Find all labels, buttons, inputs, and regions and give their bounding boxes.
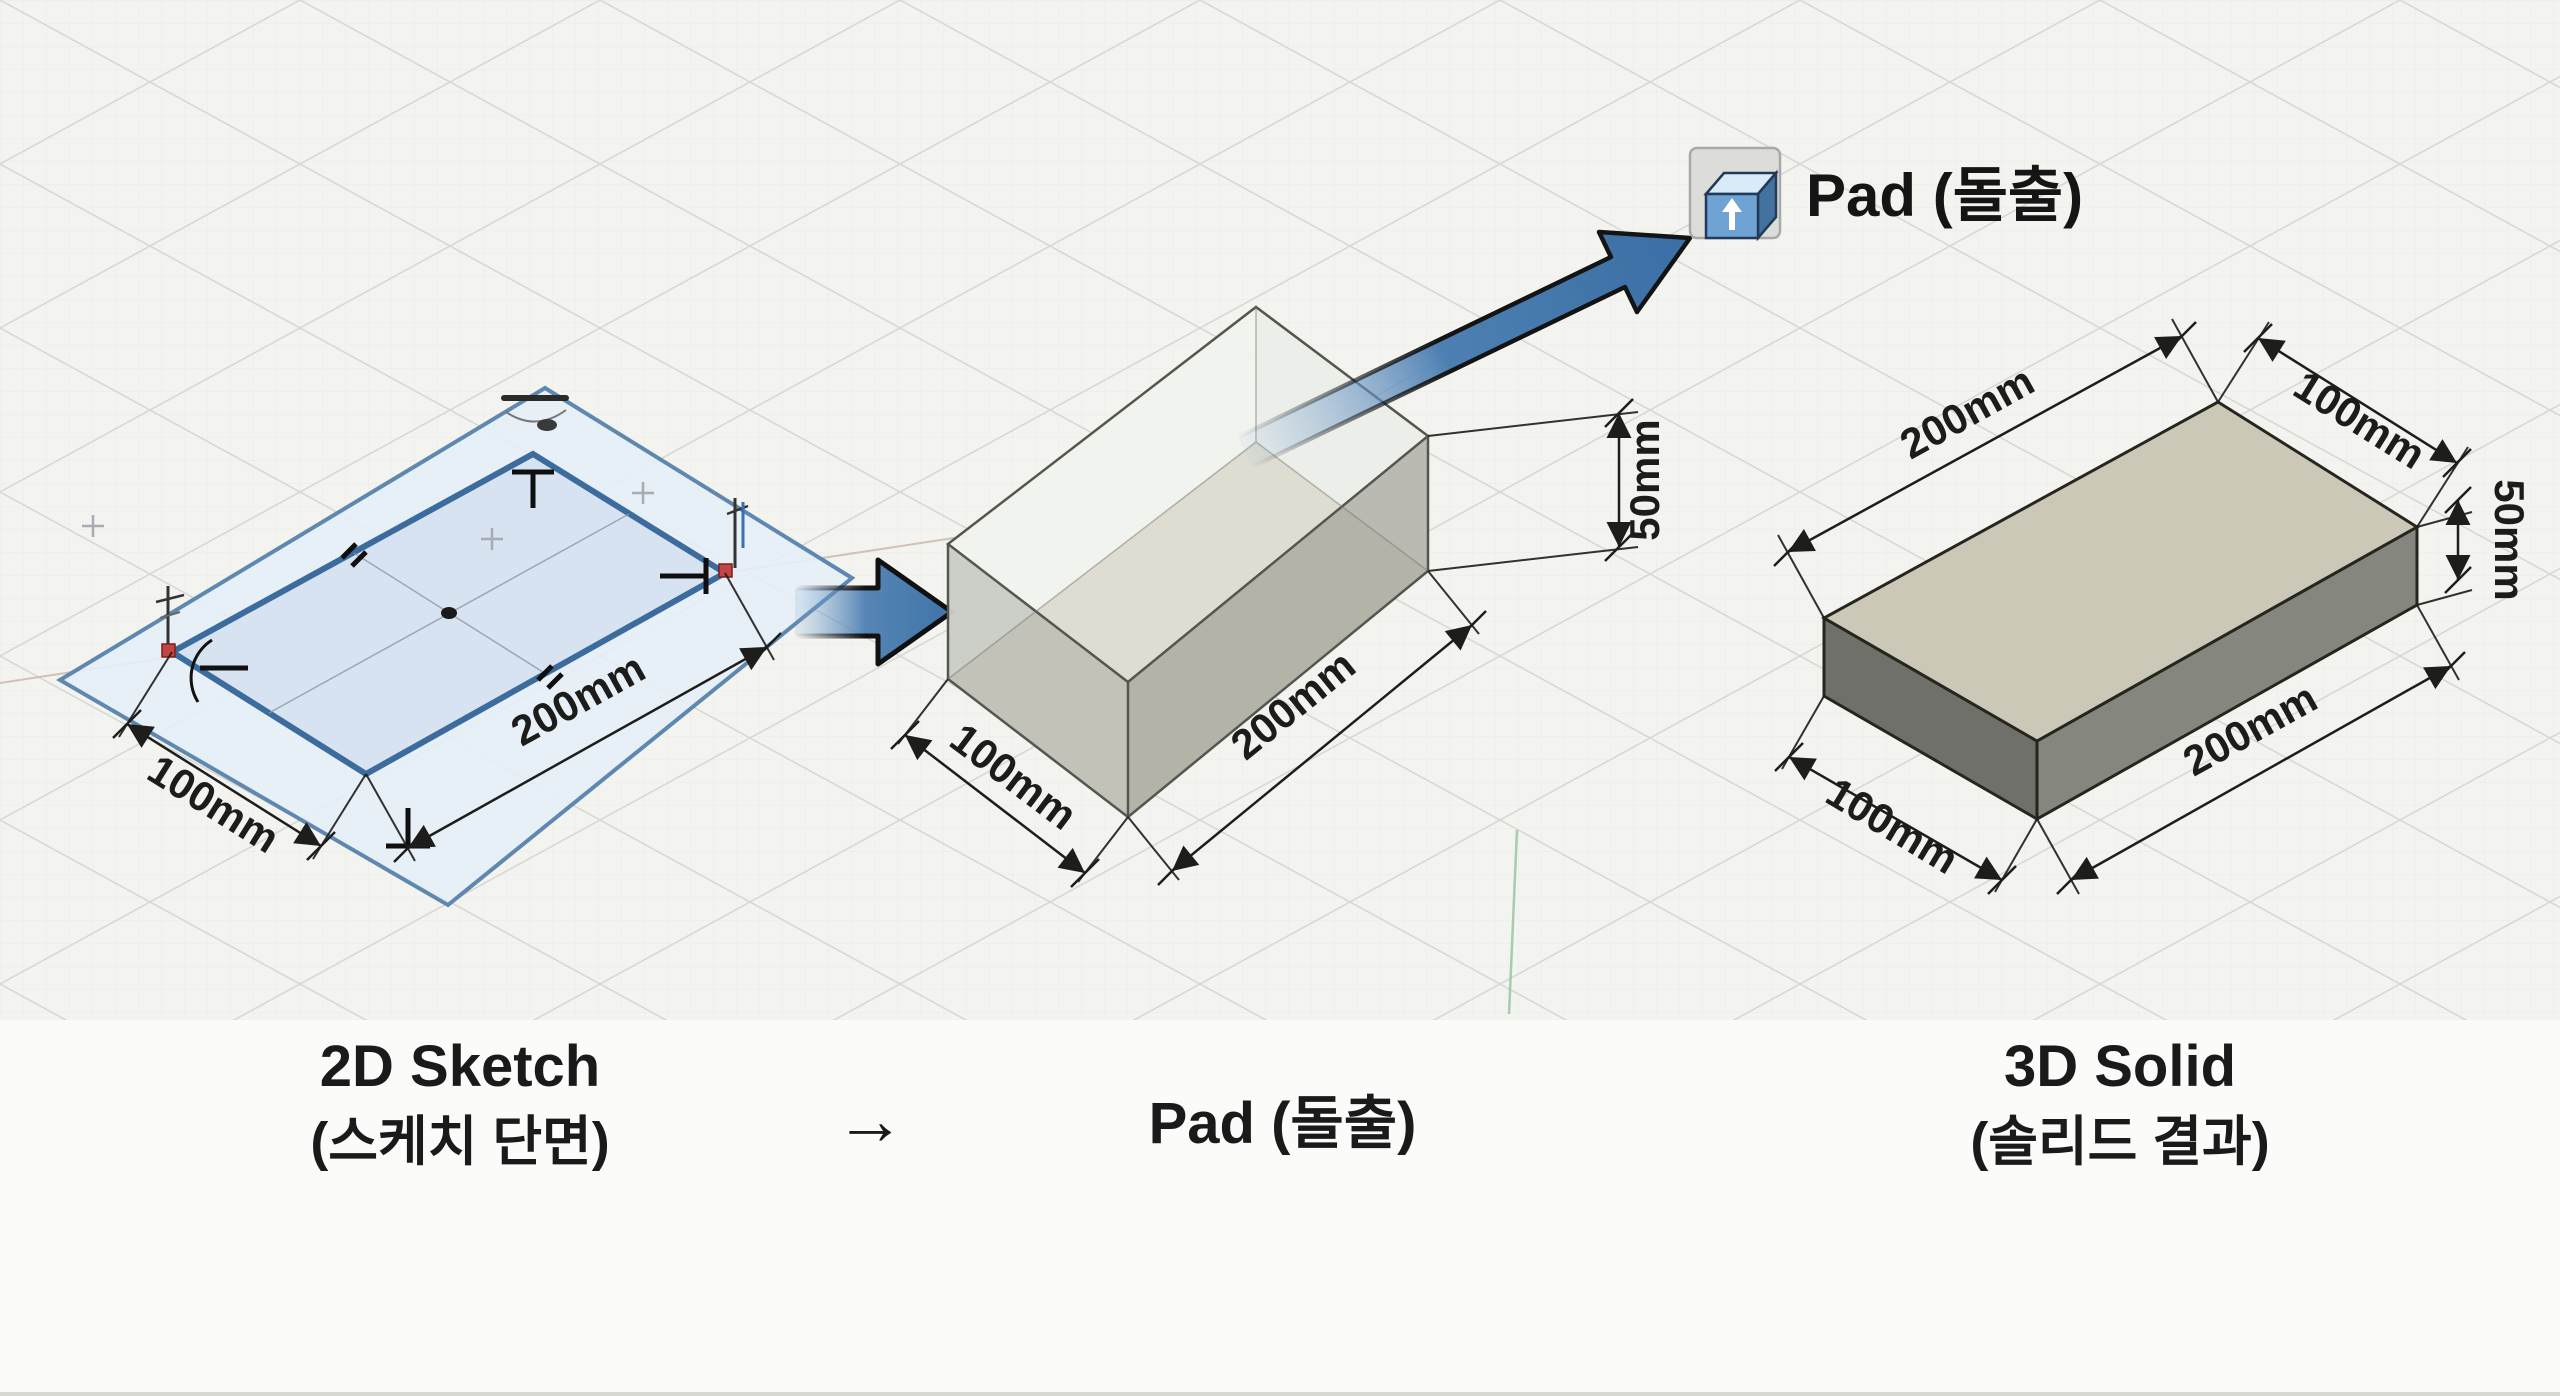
pad-callout: Pad (돌출): [1688, 146, 2083, 242]
extrude-direction-arrow: [1235, 229, 1693, 470]
perpendicular-constraint-icon: [660, 558, 709, 594]
parallel-constraint-icon: [340, 542, 368, 568]
caption-title: Pad (돌출): [1148, 1091, 1417, 1156]
caption-pad: Pad (돌출): [1000, 1085, 1565, 1163]
angle-arc-icon: [189, 638, 213, 703]
dim-label-solid-height: 50mm: [2486, 479, 2533, 600]
caption-flow-arrow: →: [835, 1081, 905, 1159]
caption-3d-solid: 3D Solid (솔리드 결과): [1790, 1028, 2450, 1179]
pad-extrude-cube-icon: [1703, 169, 1779, 242]
dim-line-solid-bottom-length: [2070, 664, 2452, 882]
axis-gizmo-right: [718, 498, 749, 578]
caption-subtitle: (스케치 단면): [310, 1112, 610, 1173]
y-axis-line: [1507, 829, 1519, 1015]
origin-gizmo-left: [155, 586, 185, 658]
dim-line-solid-bottom-width: [1788, 755, 2003, 882]
extension-lines: [1777, 318, 2473, 895]
dim-ticks: [890, 398, 1634, 888]
center-point: [441, 607, 457, 619]
pad-callout-label: Pad (돌출): [1806, 162, 2083, 229]
dim-line-solid-top-width: [2257, 336, 2458, 465]
plane-corner-icon: [501, 395, 569, 431]
sketch-panel: 100mm 200mm: [56, 385, 856, 908]
dim-ticks: [1773, 321, 2472, 895]
dim-line-pad-width: [904, 734, 1086, 874]
caption-subtitle: (솔리드 결과): [1970, 1112, 2270, 1173]
flow-arrow-blue: [792, 557, 955, 667]
caption-title: 3D Solid: [2003, 1034, 2237, 1099]
pad-panel: 100mm 200mm 50mm: [890, 305, 1668, 888]
dim-ticks: [112, 632, 782, 863]
caption-band: [0, 1020, 2560, 1396]
dim-line-solid-top-length: [1787, 334, 2183, 554]
horizontal-constraint-icon: [512, 469, 554, 508]
caption-2d-sketch: 2D Sketch (스케치 단면): [110, 1028, 810, 1179]
dim-label-pad-height: 50mm: [1621, 419, 1668, 540]
dim-line-pad-length: [1171, 624, 1473, 872]
dim-line-sketch-length: [407, 645, 768, 850]
caption-title: 2D Sketch: [319, 1034, 601, 1099]
plus-mark: [481, 528, 503, 550]
dim-line-sketch-width: [126, 722, 322, 848]
vertex-point: [718, 563, 733, 578]
plus-mark: [632, 482, 654, 504]
bottom-edge: [0, 1392, 2560, 1396]
plus-mark: [82, 515, 104, 537]
origin-point: [161, 643, 176, 658]
